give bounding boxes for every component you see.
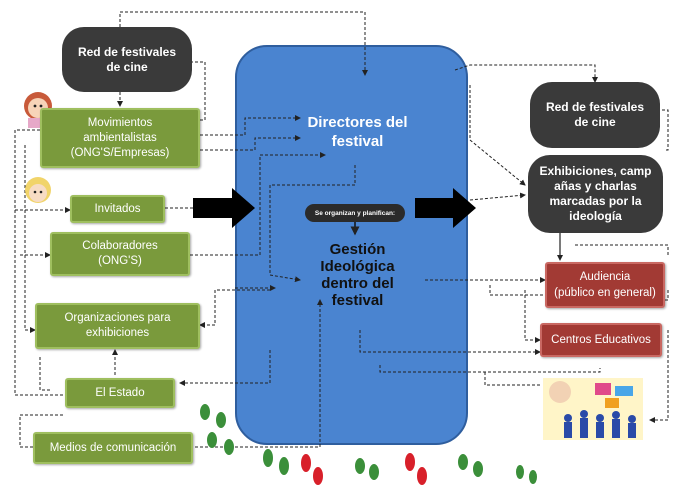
footprints — [200, 404, 537, 485]
centros-node: Centros Educativos — [540, 323, 662, 357]
audiencia-node: Audiencia (público en general) — [545, 262, 665, 308]
organizaciones-node: Organizaciones para exhibiciones — [35, 303, 200, 349]
red-festivales-left-node: Red de festivales de cine — [62, 27, 192, 92]
medios-node: Medios de comunicación — [33, 432, 193, 464]
audience-crowd-icon — [543, 378, 643, 440]
se-organizan-pill: Se organizan y planifican: — [305, 204, 405, 222]
block-arrows — [193, 188, 476, 228]
central-panel — [235, 45, 468, 445]
directores-label: Directores del festival — [307, 114, 408, 150]
colaboradores-node: Colaboradores (ONG'S) — [50, 232, 190, 276]
red-festivales-right-node: Red de festivales de cine — [530, 82, 660, 148]
gestion-label: Gestión Ideológica dentro del festival — [320, 241, 395, 309]
exhibiciones-node: Exhibiciones, camp añas y charlas marcad… — [528, 155, 663, 233]
movimientos-node: Movimientos ambientalistas (ONG'S/Empres… — [40, 108, 200, 168]
estado-node: El Estado — [65, 378, 175, 408]
blonde-avatar-icon — [25, 177, 51, 203]
invitados-node: Invitados — [70, 195, 165, 223]
footprint-icon — [200, 404, 537, 484]
